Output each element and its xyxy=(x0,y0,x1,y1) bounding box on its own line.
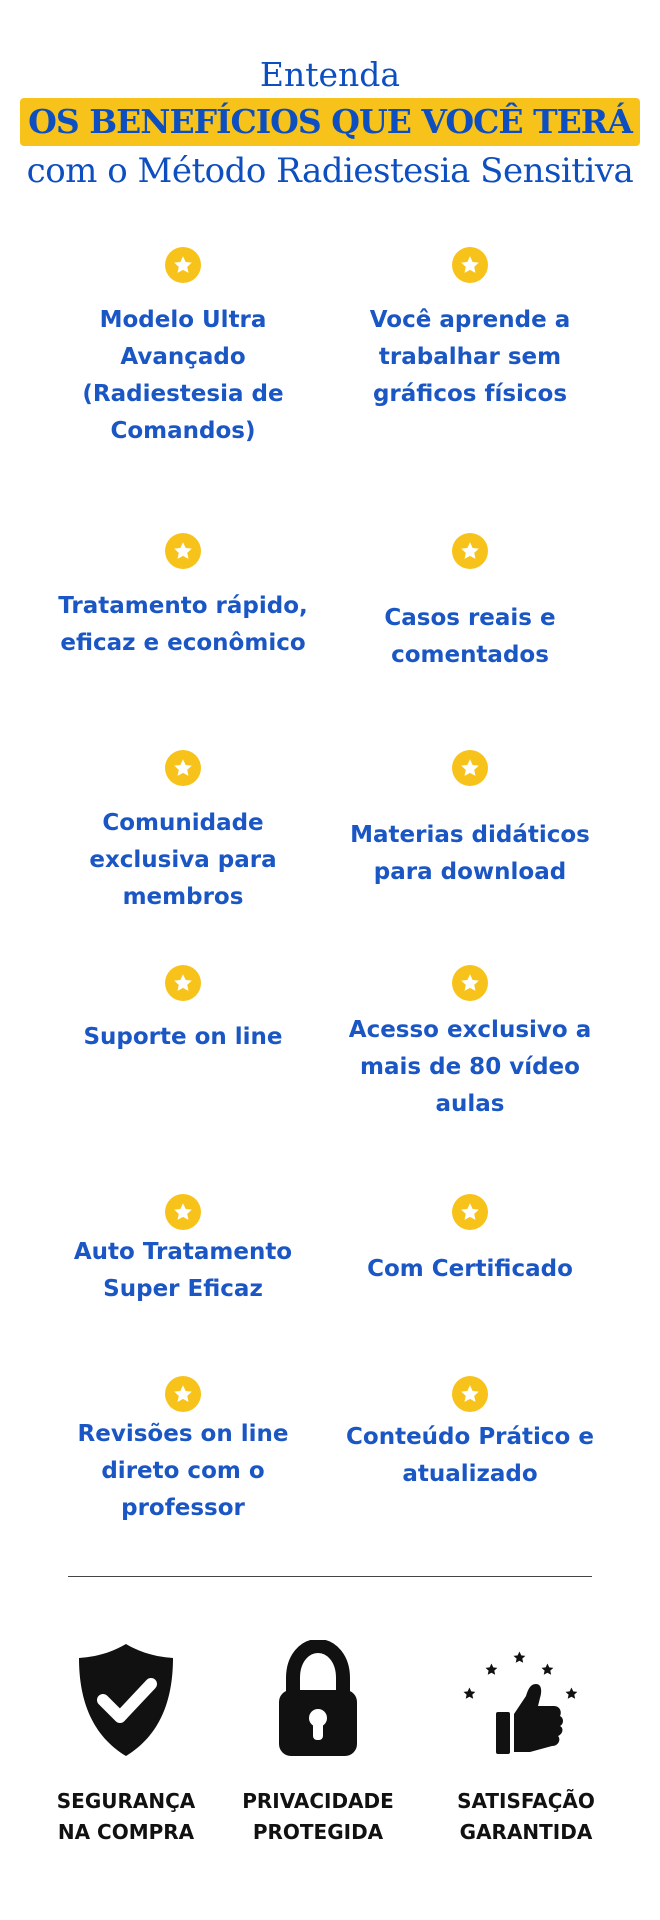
thumbs-up-stars-icon xyxy=(463,1651,578,1754)
benefit-label: Materias didáticos para download xyxy=(350,822,590,885)
section-divider xyxy=(68,1576,592,1577)
trust-label-line: SEGURANÇA xyxy=(56,1789,196,1813)
trust-label: SATISFAÇÃO GARANTIDA xyxy=(426,1786,626,1848)
benefit-label: Acesso exclusivo a mais de 80 vídeo aula… xyxy=(348,1017,592,1117)
benefit-item: Conteúdo Prático e atualizado xyxy=(340,1376,600,1487)
header-highlight-row: OS BENEFÍCIOS QUE VOCÊ TERÁ xyxy=(0,98,660,146)
star-icon xyxy=(452,1194,488,1230)
header-intro: Entenda xyxy=(259,55,401,94)
star-icon xyxy=(165,247,201,283)
benefit-item: Casos reais e comentados xyxy=(340,533,600,668)
star-icon xyxy=(165,1194,201,1230)
header-highlight: OS BENEFÍCIOS QUE VOCÊ TERÁ xyxy=(20,98,640,146)
star-icon xyxy=(452,247,488,283)
benefit-item: Modelo Ultra Avançado (Radiestesia de Co… xyxy=(53,247,313,444)
benefit-item: Com Certificado xyxy=(340,1194,600,1282)
benefit-label: Auto Tratamento Super Eficaz xyxy=(73,1239,293,1302)
shield-check-icon xyxy=(79,1644,173,1756)
benefit-item: Tratamento rápido, eficaz e econômico xyxy=(53,533,313,656)
benefit-label: Você aprende a trabalhar sem gráficos fí… xyxy=(369,307,571,407)
star-icon xyxy=(165,1376,201,1412)
benefit-label: Modelo Ultra Avançado (Radiestesia de Co… xyxy=(82,307,284,444)
star-icon xyxy=(452,1376,488,1412)
benefit-label: Conteúdo Prático e atualizado xyxy=(346,1424,594,1487)
star-icon xyxy=(452,750,488,786)
trust-badge-privacy: PRIVACIDADE PROTEGIDA xyxy=(218,1640,418,1848)
header: Entenda OS BENEFÍCIOS QUE VOCÊ TERÁ com … xyxy=(0,52,660,194)
benefit-label: Comunidade exclusiva para membros xyxy=(89,810,277,910)
trust-label-line: SATISFAÇÃO xyxy=(457,1789,595,1813)
benefit-label: Tratamento rápido, eficaz e econômico xyxy=(58,593,308,656)
trust-badge-satisfaction: SATISFAÇÃO GARANTIDA xyxy=(426,1640,626,1848)
benefit-item: Suporte on line xyxy=(53,965,313,1050)
trust-label-line: GARANTIDA xyxy=(459,1820,593,1844)
padlock-icon xyxy=(279,1640,357,1756)
benefit-label: Casos reais e comentados xyxy=(384,605,556,668)
benefit-label: Suporte on line xyxy=(83,1024,283,1050)
benefit-label: Com Certificado xyxy=(367,1256,573,1282)
trust-badge-security: SEGURANÇA NA COMPRA xyxy=(26,1640,226,1848)
trust-label-line: NA COMPRA xyxy=(57,1820,195,1844)
benefit-item: Auto Tratamento Super Eficaz xyxy=(53,1194,313,1302)
benefit-item: Acesso exclusivo a mais de 80 vídeo aula… xyxy=(340,965,600,1117)
benefit-item: Revisões on line direto com o professor xyxy=(53,1376,313,1521)
benefit-item: Comunidade exclusiva para membros xyxy=(53,750,313,910)
star-icon xyxy=(452,965,488,1001)
star-icon xyxy=(165,533,201,569)
benefit-item: Você aprende a trabalhar sem gráficos fí… xyxy=(340,247,600,407)
trust-label: PRIVACIDADE PROTEGIDA xyxy=(218,1786,418,1848)
star-icon xyxy=(452,533,488,569)
star-icon xyxy=(165,750,201,786)
star-icon xyxy=(165,965,201,1001)
header-subtitle: com o Método Radiestesia Sensitiva xyxy=(26,151,634,191)
benefit-label: Revisões on line direto com o professor xyxy=(77,1421,289,1521)
trust-label-line: PROTEGIDA xyxy=(252,1820,384,1844)
benefit-item: Materias didáticos para download xyxy=(340,750,600,885)
trust-label: SEGURANÇA NA COMPRA xyxy=(26,1786,226,1848)
trust-label-line: PRIVACIDADE xyxy=(242,1789,394,1813)
